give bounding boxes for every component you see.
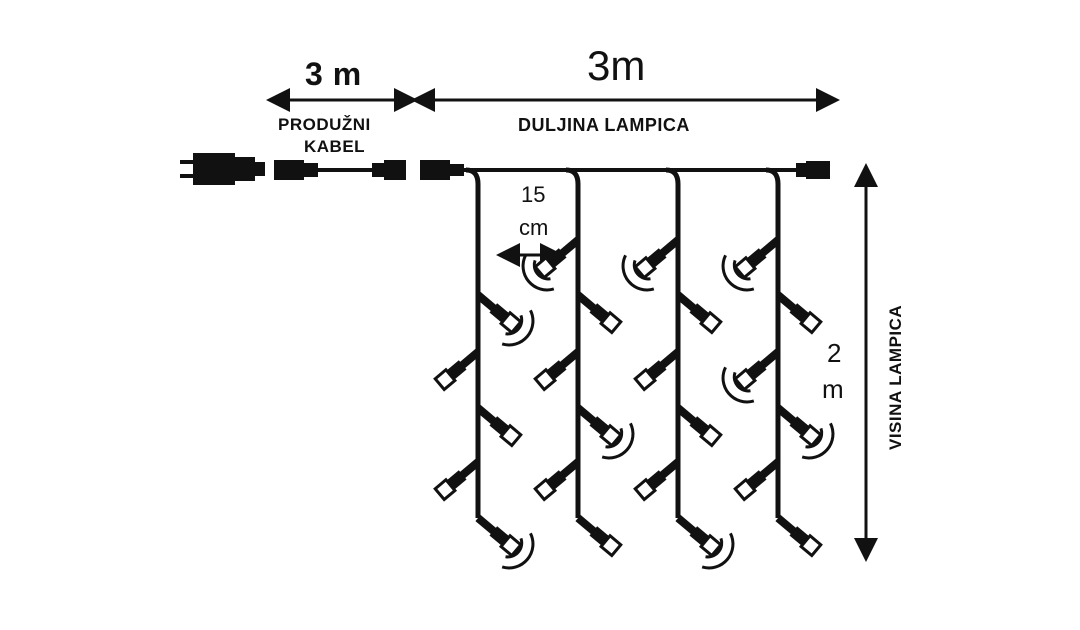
glow-arc [705,537,724,559]
glow-arc [505,537,524,559]
led-bulb-icon [633,348,681,392]
led-bulb-icon [575,291,623,335]
lights-length-caption: DULJINA LAMPICA [518,115,690,135]
led-bulb-icon [633,458,681,502]
glow-arc [521,254,555,292]
led-bulb-icon [721,236,781,292]
glow-arc [621,254,655,292]
led-bulb-icon [721,348,781,404]
led-bulb-icon [475,404,523,448]
spacing-value: 15 [521,182,546,207]
glow-arc [505,314,524,336]
led-bulb-icon [675,291,723,335]
strand-wire [665,167,681,518]
glow-arc [801,422,835,460]
height-value: 2 [827,338,842,368]
extension-length-label: 3 m [305,56,362,92]
glow-arc [805,427,824,449]
height-unit: m [822,374,844,404]
light-string-main-cable [420,160,830,180]
led-bulb-icon [675,404,723,448]
height-caption: VISINA LAMPICA [886,304,905,450]
led-bulb-icon [475,291,535,347]
glow-arc [701,532,735,570]
glow-arc [721,254,755,292]
glow-arc [632,259,651,281]
light-strand [721,167,835,558]
light-strand [621,167,735,570]
glow-arc [501,309,535,347]
extension-cable [274,160,406,180]
power-plug-icon [180,153,265,185]
led-bulb-icon [475,514,535,570]
led-bulb-icon [775,514,823,558]
led-bulb-icon [575,404,635,460]
glow-arc [721,366,755,404]
spacing-unit: cm [519,215,549,240]
led-bulb-icon [775,291,823,335]
strand-wire [465,167,481,518]
strand-wire [565,167,581,518]
led-bulb-icon [533,348,581,392]
lights-length-label: 3m [587,42,646,89]
extension-label-line1: PRODUŽNI [278,115,371,134]
led-bulb-icon [433,348,481,392]
led-bulb-icon [775,404,835,460]
glow-arc [532,259,551,281]
glow-arc [605,427,624,449]
light-strand [433,167,535,570]
glow-arc [501,532,535,570]
strand-wire [765,167,781,518]
led-bulb-icon [575,514,623,558]
led-bulb-icon [621,236,681,292]
led-bulb-icon [433,458,481,502]
led-bulb-icon [733,458,781,502]
glow-arc [732,371,751,393]
led-bulb-icon [675,514,735,570]
glow-arc [601,422,635,460]
led-bulb-icon [533,458,581,502]
led-bulb-icon [521,236,581,292]
glow-arc [732,259,751,281]
light-strand [521,167,635,558]
extension-label-line2: KABEL [304,137,366,156]
